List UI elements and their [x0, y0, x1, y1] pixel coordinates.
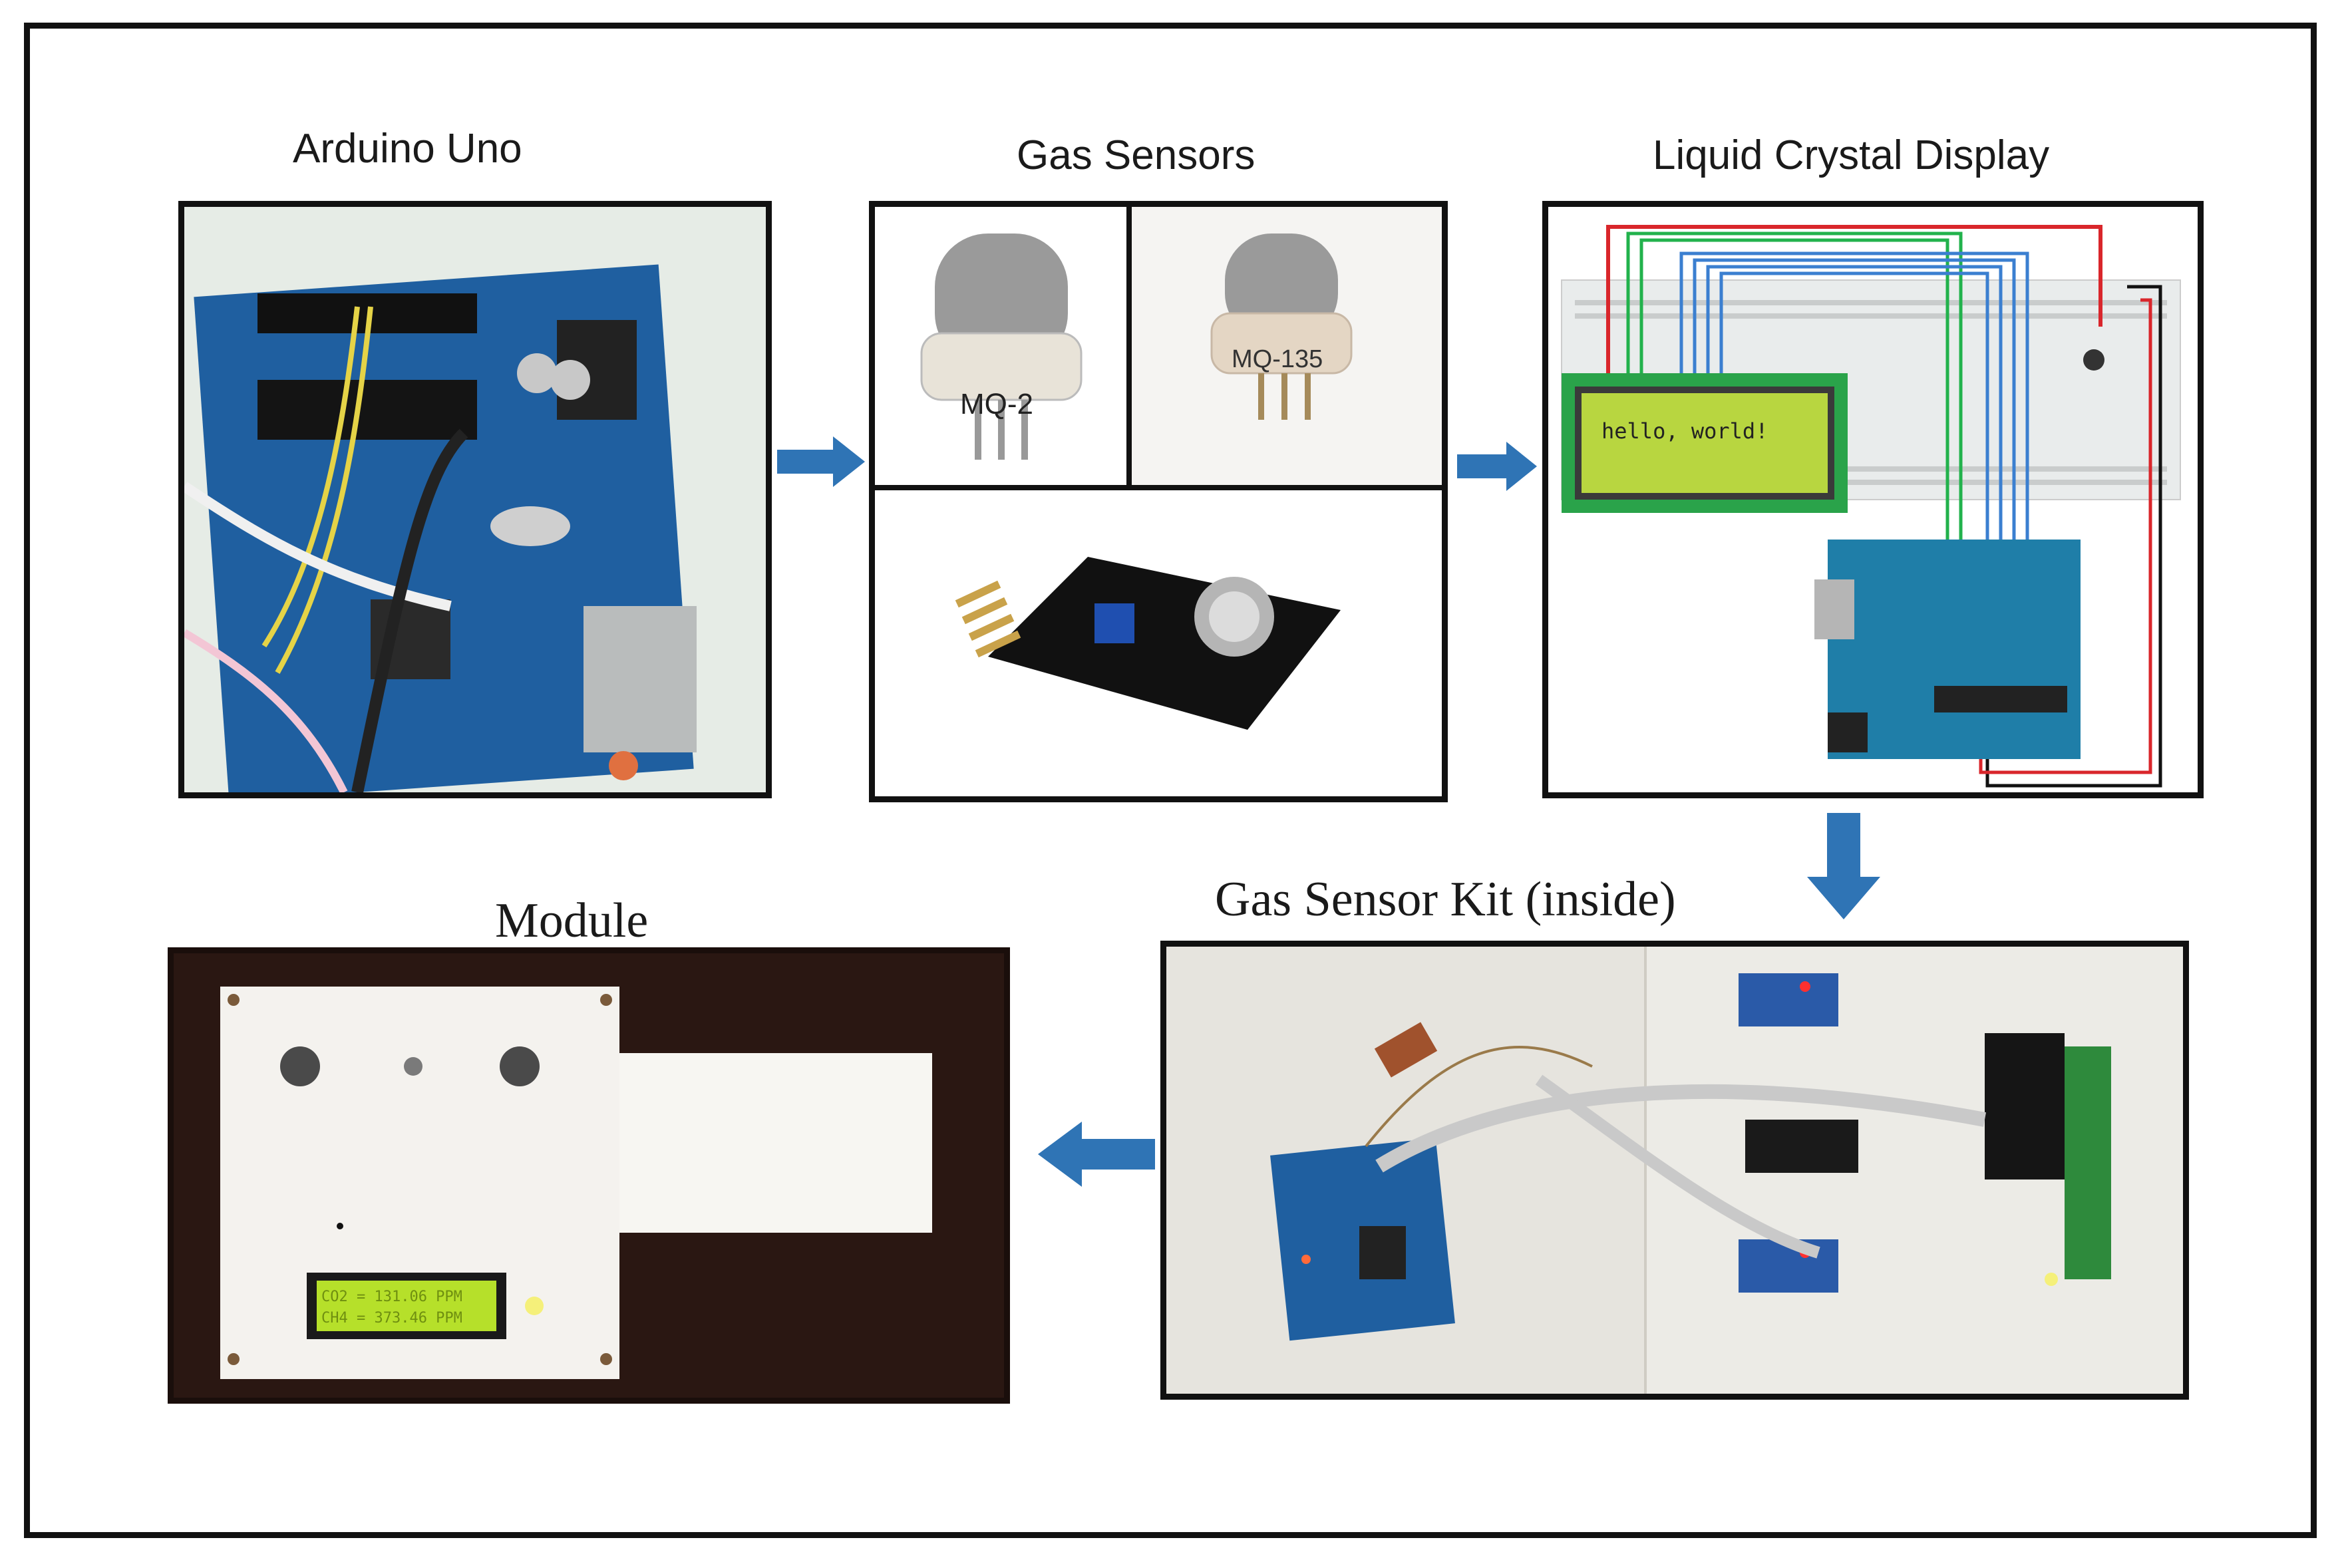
title-gas-sensor-kit: Gas Sensor Kit (inside) — [1215, 872, 1676, 927]
module-lcd-line1: CO2 = 131.06 PPM — [321, 1289, 462, 1305]
arduino-uno-photo — [178, 201, 772, 798]
panel-divider — [875, 485, 1442, 490]
mq135-sensor-image: MQ-135 — [1132, 207, 1442, 485]
mq135-label: MQ-135 — [1232, 345, 1323, 373]
gas-sensors-panel: MQ-2 MQ-135 — [869, 201, 1448, 802]
lcd-wiring-diagram: hello, world! — [1542, 201, 2204, 798]
arrow-left-icon — [1038, 1122, 1155, 1187]
title-module: Module — [495, 893, 649, 948]
mq2-label: MQ-2 — [960, 388, 1033, 420]
gas-sensor-kit-photo — [1160, 941, 2189, 1400]
arrow-down-icon — [1807, 813, 1880, 919]
module-photo: CO2 = 131.06 PPM CH4 = 373.46 PPM — [168, 947, 1010, 1404]
lcd-screen-text: hello, world! — [1601, 418, 1768, 444]
gas-sensor-module-image — [875, 490, 1442, 796]
title-gas-sensors: Gas Sensors — [1017, 132, 1256, 178]
panel-divider — [1126, 207, 1132, 489]
title-arduino-uno: Arduino Uno — [293, 126, 522, 172]
arrow-right-icon — [777, 436, 865, 487]
module-lcd-line2: CH4 = 373.46 PPM — [321, 1310, 462, 1327]
mq2-sensor-image: MQ-2 — [875, 207, 1126, 485]
title-liquid-crystal-display: Liquid Crystal Display — [1653, 132, 2050, 178]
arrow-right-icon — [1457, 442, 1537, 491]
